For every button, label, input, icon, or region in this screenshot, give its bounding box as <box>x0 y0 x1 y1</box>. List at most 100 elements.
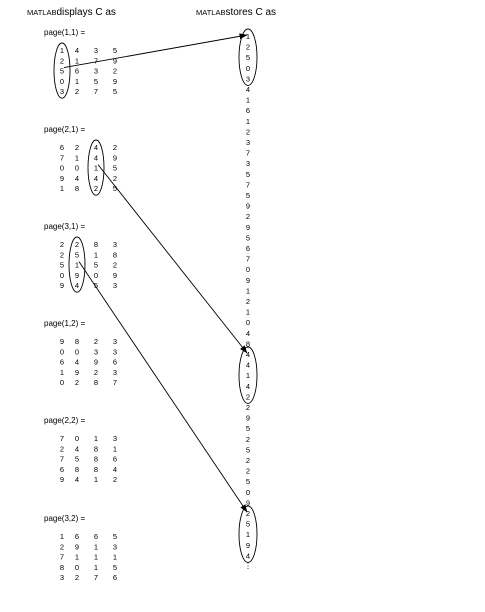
stored-value: 5 <box>246 424 250 433</box>
stored-value: 7 <box>246 255 250 264</box>
matrix-cell: 8 <box>94 455 98 464</box>
matrix-cell: 4 <box>94 174 98 183</box>
matrix-cell: 1 <box>60 46 64 55</box>
stored-value: 7 <box>246 180 250 189</box>
matrix-cell: 7 <box>113 378 117 387</box>
matrix-cell: 8 <box>60 563 64 572</box>
matrix-cell: 8 <box>75 184 79 193</box>
matrix-cell: 5 <box>113 87 117 96</box>
matrix-cell: 3 <box>60 87 64 96</box>
matrix-cell: 5 <box>75 455 79 464</box>
matrix-cell: 4 <box>75 358 79 367</box>
stored-value: 2 <box>246 43 250 52</box>
stored-value: 9 <box>246 498 250 507</box>
matrix-cell: 2 <box>60 250 64 259</box>
matrix-cell: 7 <box>60 434 64 443</box>
stored-value: 1 <box>246 286 250 295</box>
stored-value: 1 <box>246 32 250 41</box>
matrix-cell: 2 <box>75 573 79 582</box>
matrix-cell: 4 <box>94 143 98 152</box>
stored-value: 2 <box>246 467 250 476</box>
page-label: page(3,2) = <box>44 514 85 523</box>
matrix-cell: 5 <box>75 250 79 259</box>
stored-value: 5 <box>246 53 250 62</box>
stored-value: 1 <box>246 96 250 105</box>
right-header: MATLABstores C as <box>196 7 276 18</box>
matrix-cell: 1 <box>60 532 64 541</box>
matrix-cell: 9 <box>60 337 64 346</box>
matrix-cell: 9 <box>60 281 64 290</box>
matrix-cell: 5 <box>94 77 98 86</box>
matrix-cell: 6 <box>60 465 64 474</box>
matrix-cell: 2 <box>75 378 79 387</box>
matrix-cell: 1 <box>94 563 98 572</box>
stored-value: 6 <box>246 244 250 253</box>
matrix-cell: 2 <box>113 475 117 484</box>
stored-value: 7 <box>246 149 250 158</box>
matrix-cell: 2 <box>94 368 98 377</box>
matrix-cell: 7 <box>60 553 64 562</box>
stored-column: 1250341612373575929567091210484414229525… <box>244 32 252 570</box>
matrix-cell: 0 <box>75 347 79 356</box>
matrix-cell: 9 <box>60 475 64 484</box>
matrix-cell: 3 <box>113 240 117 249</box>
stored-value: 5 <box>246 445 250 454</box>
matrix-cell: 0 <box>75 563 79 572</box>
matrix-cell: 3 <box>113 337 117 346</box>
stored-value: 5 <box>246 477 250 486</box>
stored-value: 4 <box>246 350 250 359</box>
matrix-cell: 1 <box>94 164 98 173</box>
matrix-cell: 9 <box>75 271 79 280</box>
matrix-cell: 1 <box>94 553 98 562</box>
matrix-cell: 3 <box>94 347 98 356</box>
stored-value: 5 <box>246 233 250 242</box>
matrix-cell: 6 <box>113 358 117 367</box>
matrix-cell: 9 <box>94 358 98 367</box>
highlights-group <box>53 28 258 563</box>
matrix-cell: 8 <box>75 465 79 474</box>
matrix-cell: 8 <box>113 250 117 259</box>
matrix-cell: 1 <box>75 261 79 270</box>
matrix-cell: 5 <box>94 281 98 290</box>
matrix-cell: 1 <box>75 553 79 562</box>
matrix-cell: 2 <box>75 87 79 96</box>
stored-value: 2 <box>246 297 250 306</box>
stored-value: 5 <box>246 520 250 529</box>
stored-value: 9 <box>246 276 250 285</box>
matrix-cell: 2 <box>94 337 98 346</box>
stored-value: 3 <box>246 138 250 147</box>
page-label: page(3,1) = <box>44 222 85 231</box>
matrix-cell: 7 <box>60 153 64 162</box>
matrix-cell: 3 <box>113 542 117 551</box>
matrix-cell: 6 <box>60 143 64 152</box>
matrix-cell: 3 <box>113 347 117 356</box>
stored-value: 2 <box>246 456 250 465</box>
matrix-cell: 6 <box>75 532 79 541</box>
stored-value: 1 <box>246 371 250 380</box>
matrix-cell: 1 <box>94 250 98 259</box>
matrix-cell: 1 <box>94 475 98 484</box>
matrix-cell: 9 <box>75 368 79 377</box>
matrix-cell: 1 <box>113 553 117 562</box>
matrix-cell: 4 <box>75 46 79 55</box>
matrix-cell: 5 <box>113 46 117 55</box>
matrix-cell: 1 <box>94 434 98 443</box>
stored-value: 3 <box>246 159 250 168</box>
matrix-cell: 2 <box>60 444 64 453</box>
matrix-cell: 2 <box>113 143 117 152</box>
matrix-cell: 6 <box>60 358 64 367</box>
matrix-cell: 4 <box>113 465 117 474</box>
matrix-cell: 1 <box>113 444 117 453</box>
stored-value: 0 <box>246 318 250 327</box>
matrix-cell: 9 <box>113 56 117 65</box>
matrix-cell: 5 <box>113 532 117 541</box>
matrix-cell: 0 <box>94 271 98 280</box>
stored-value: 9 <box>246 223 250 232</box>
matrix-cell: 7 <box>94 573 98 582</box>
page-label: page(2,1) = <box>44 125 85 134</box>
matrix-cell: 4 <box>75 475 79 484</box>
stored-value: 1 <box>246 530 250 539</box>
stored-value: 9 <box>246 202 250 211</box>
